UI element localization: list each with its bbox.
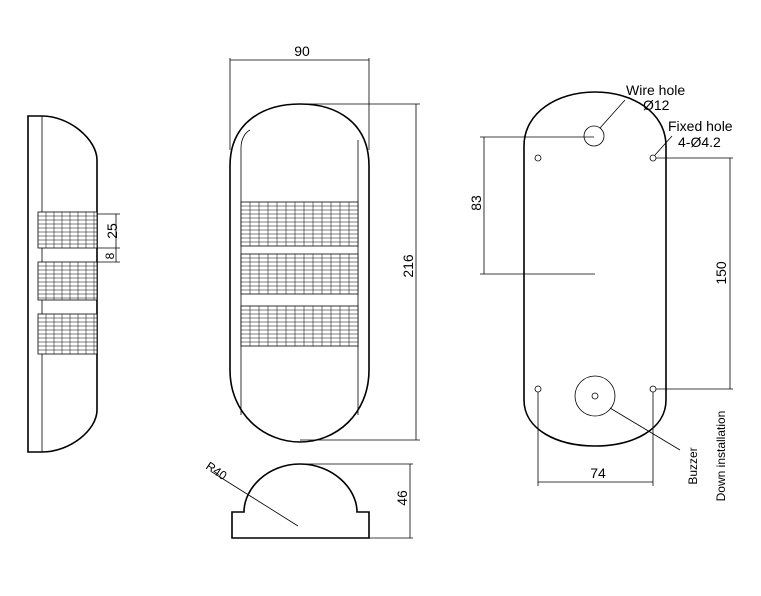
- fixed-hole-leader: [654, 135, 673, 156]
- side-view: 25 8: [27, 115, 120, 453]
- radius-leader: [211, 471, 299, 527]
- fixed-hole-bottom-left: [534, 385, 542, 393]
- dim-90-label: 90: [294, 43, 310, 59]
- buzzer-center: [591, 392, 599, 400]
- fixed-hole-label: Fixed hole: [668, 118, 733, 134]
- side-view-outline: [27, 115, 98, 453]
- side-grill-middle: [37, 261, 98, 301]
- dim-74-label: 74: [590, 465, 606, 481]
- wire-hole-dia: Ø12: [643, 97, 670, 113]
- buzzer-label: Buzzer: [686, 447, 700, 484]
- section-outline: [231, 463, 370, 539]
- back-view: Wire hole Ø12 Fixed hole 4-Ø4.2 Buzzer D…: [468, 82, 733, 501]
- buzzer-housing: [574, 375, 616, 417]
- front-inner-arc-left: [240, 129, 251, 149]
- dim-25-label: 25: [104, 223, 120, 239]
- fixed-hole-top-right: [649, 154, 657, 162]
- dim-8-label: 8: [103, 252, 117, 259]
- wire-hole-leader: [599, 99, 626, 129]
- side-grills: [37, 211, 98, 355]
- fixed-hole-dia: 4-Ø4.2: [678, 134, 721, 150]
- dim-83-label: 83: [468, 195, 484, 211]
- dim-216-label: 216: [400, 254, 416, 278]
- fixed-hole-bottom-right: [649, 385, 657, 393]
- front-grill-top: [240, 201, 359, 247]
- fixed-hole-top-left: [534, 154, 542, 162]
- wire-hole: [583, 125, 605, 147]
- dim-46-label: 46: [394, 490, 410, 506]
- back-outline: [523, 91, 667, 447]
- radius-label: R40: [203, 459, 229, 483]
- front-view: 90 216: [229, 43, 420, 443]
- front-grills: [240, 201, 359, 347]
- buzzer-leader: [609, 407, 681, 451]
- down-installation-label: Down installation: [714, 411, 728, 502]
- front-outline: [229, 103, 370, 443]
- side-grill-top: [37, 211, 98, 249]
- section-view: R40 46: [203, 459, 413, 539]
- dim-150-label: 150: [713, 261, 729, 285]
- wire-hole-label: Wire hole: [626, 82, 685, 98]
